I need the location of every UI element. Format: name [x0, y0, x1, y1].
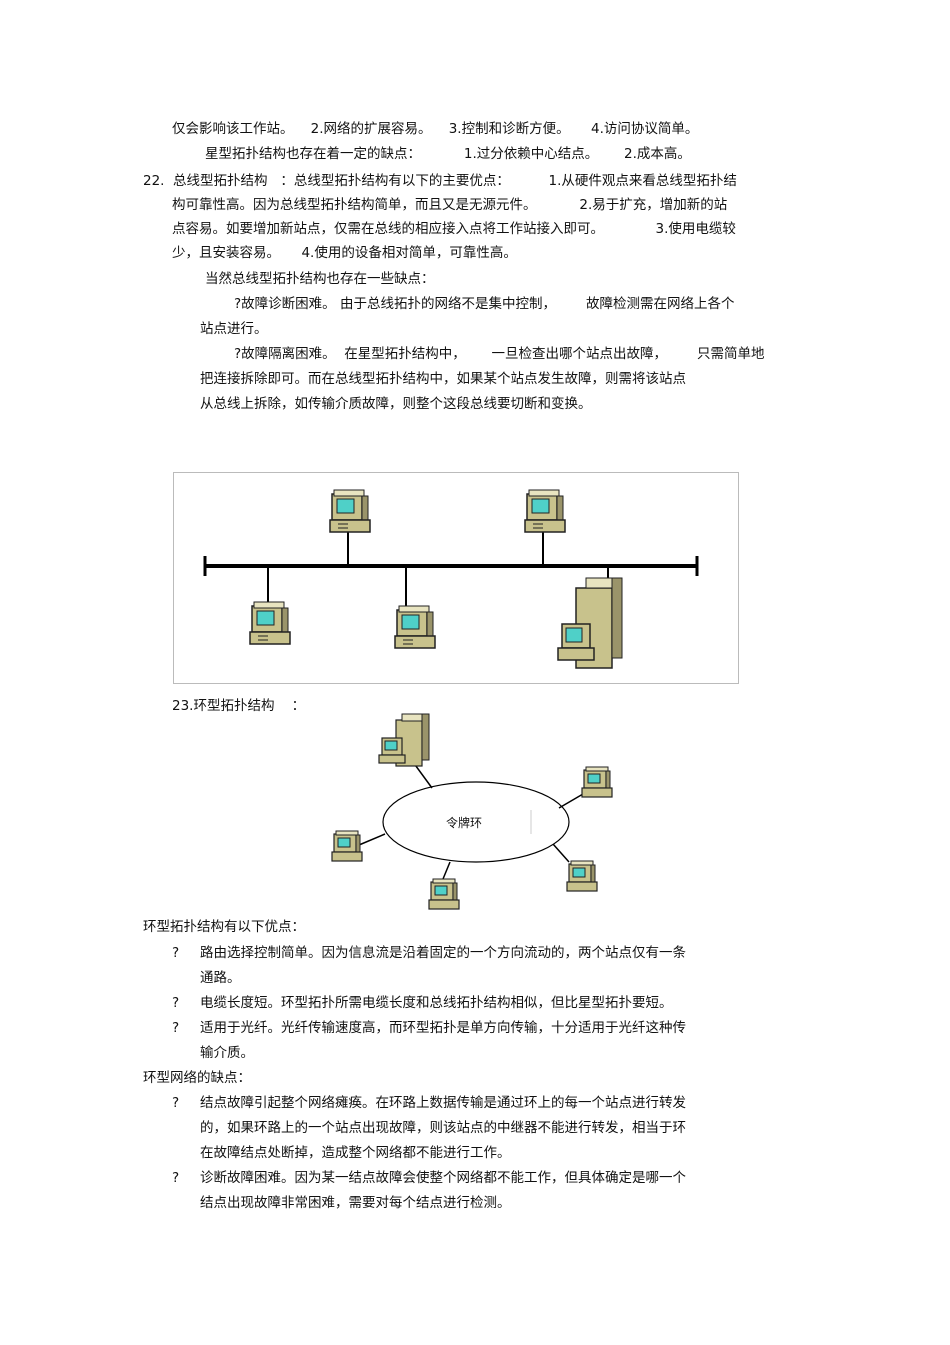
- text-line: 适用于光纤。光纤传输速度高，而环型拓扑是单方向传输，十分适用于光纤这种传: [200, 1020, 686, 1036]
- bullet-marker: ?: [172, 995, 180, 1011]
- computer-icon: [581, 766, 613, 798]
- text-line: 把连接拆除即可。而在总线型拓扑结构中，如果某个站点发生故障，则需将该站点: [200, 371, 686, 387]
- token-ring: [382, 781, 570, 863]
- text-line: 通路。: [200, 970, 241, 986]
- text-line: 仅会影响该工作站。 2.网络的扩展容易。 3.控制和诊断方便。 4.访问协议简单…: [172, 121, 699, 137]
- computer-icon: [566, 860, 598, 892]
- text-line: 结点出现故障非常困难，需要对每个结点进行检测。: [200, 1195, 511, 1211]
- text-line: 结点故障引起整个网络瘫痪。在环路上数据传输是通过环上的每一个站点进行转发: [200, 1095, 686, 1111]
- computer-icon: [249, 601, 291, 645]
- computer-icon: [394, 605, 436, 649]
- text-line: 星型拓扑结构也存在着一定的缺点： 1.过分依赖中心结点。 2.成本高。: [205, 146, 691, 162]
- ring-label: 令牌环: [446, 815, 482, 830]
- text-line: 在故障结点处断掉，造成整个网络都不能进行工作。: [200, 1145, 511, 1161]
- text-line: 电缆长度短。环型拓扑所需电缆长度和总线拓扑结构相似，但比星型拓扑要短。: [200, 995, 673, 1011]
- computer-icon: [428, 878, 460, 910]
- bullet-marker: ?: [172, 945, 180, 961]
- text-line: 当然总线型拓扑结构也存在一些缺点：: [205, 271, 435, 287]
- bullet-marker: ?: [172, 1170, 180, 1186]
- text-line: ?故障隔离困难。 在星型拓扑结构中， 一旦检查出哪个站点出故障， 只需简单地: [234, 346, 765, 362]
- server-icon: [378, 713, 430, 767]
- computer-icon: [524, 489, 566, 533]
- computer-icon: [329, 489, 371, 533]
- text-line: 的，如果环路上的一个站点出现故障，则该站点的中继器不能进行转发，相当于环: [200, 1120, 686, 1136]
- text-line: 22. 总线型拓扑结构 ：总线型拓扑结构有以下的主要优点： 1.从硬件观点来看总…: [143, 173, 737, 189]
- text-line: 环型网络的缺点：: [143, 1070, 251, 1086]
- server-icon: [557, 577, 623, 669]
- text-line: 路由选择控制简单。因为信息流是沿着固定的一个方向流动的，两个站点仅有一条: [200, 945, 686, 961]
- text-line: 诊断故障困难。因为某一结点故障会使整个网络都不能工作，但具体确定是哪一个: [200, 1170, 686, 1186]
- text-line: 少，且安装容易。 4.使用的设备相对简单，可靠性高。: [172, 245, 517, 261]
- ring-topology-diagram: 令牌环: [331, 713, 613, 910]
- bullet-marker: ?: [172, 1020, 180, 1036]
- text-line: 构可靠性高。因为总线型拓扑结构简单，而且又是无源元件。 2.易于扩充，增加新的站: [172, 197, 728, 213]
- bullet-marker: ?: [172, 1095, 180, 1111]
- text-line: 输介质。: [200, 1045, 254, 1061]
- section-heading: 23.环型拓扑结构 ：: [172, 698, 306, 714]
- text-line: ?故障诊断困难。 由于总线拓扑的网络不是集中控制， 故障检测需在网络上各个: [234, 296, 735, 312]
- text-line: 点容易。如要增加新站点，仅需在总线的相应接入点将工作站接入即可。 3.使用电缆较: [172, 221, 736, 237]
- text-line: 站点进行。: [200, 321, 268, 337]
- computer-icon: [331, 830, 363, 862]
- text-line: 从总线上拆除，如传输介质故障，则整个这段总线要切断和变换。: [200, 396, 592, 412]
- bus-topology-diagram: [173, 472, 739, 684]
- text-line: 环型拓扑结构有以下优点：: [143, 919, 305, 935]
